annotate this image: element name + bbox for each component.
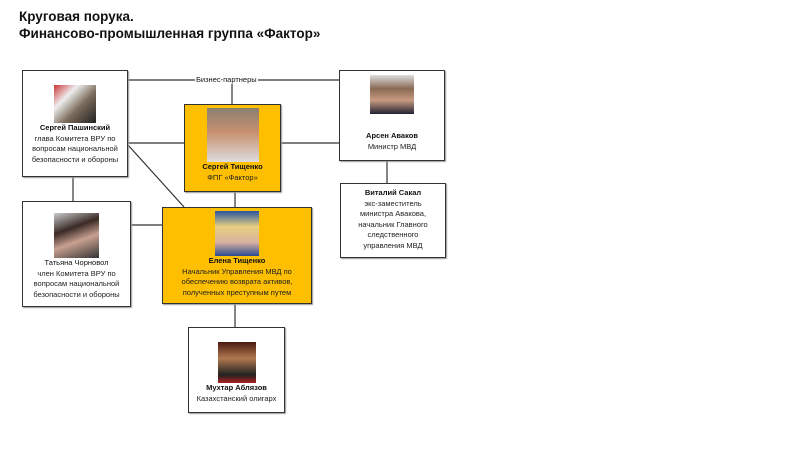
line-pashinsky-elena xyxy=(127,144,185,208)
photo-avakov xyxy=(370,75,414,114)
card-sakal: Виталий Сакал экс-заместитель министра А… xyxy=(340,183,446,258)
photo-sergey-tishchenko xyxy=(206,108,259,162)
photo-pashinsky xyxy=(54,85,96,123)
page-title: Круговая порука. Финансово-промышленная … xyxy=(19,9,321,41)
photo-chernovol xyxy=(54,213,99,258)
card-sergey-tishchenko: Сергей Тищенко ФПГ «Фактор» xyxy=(184,104,281,192)
business-partners-label: Бизнес-партнеры xyxy=(195,75,258,84)
card-ablyazov: Мухтар Аблязов Казахстанский олигарх xyxy=(188,327,285,413)
card-avakov: Арсен Аваков Министр МВД xyxy=(339,70,445,161)
card-elena-tishchenko: Елена Тищенко Начальник Управления МВД п… xyxy=(162,207,312,304)
card-pashinsky: Сергей Пашинский глава Комитета ВРУ по в… xyxy=(22,70,128,177)
card-chernovol: Татьяна Чорновол член Комитета ВРУ по во… xyxy=(22,201,131,307)
photo-elena-tishchenko xyxy=(215,211,259,256)
photo-ablyazov xyxy=(217,342,256,383)
